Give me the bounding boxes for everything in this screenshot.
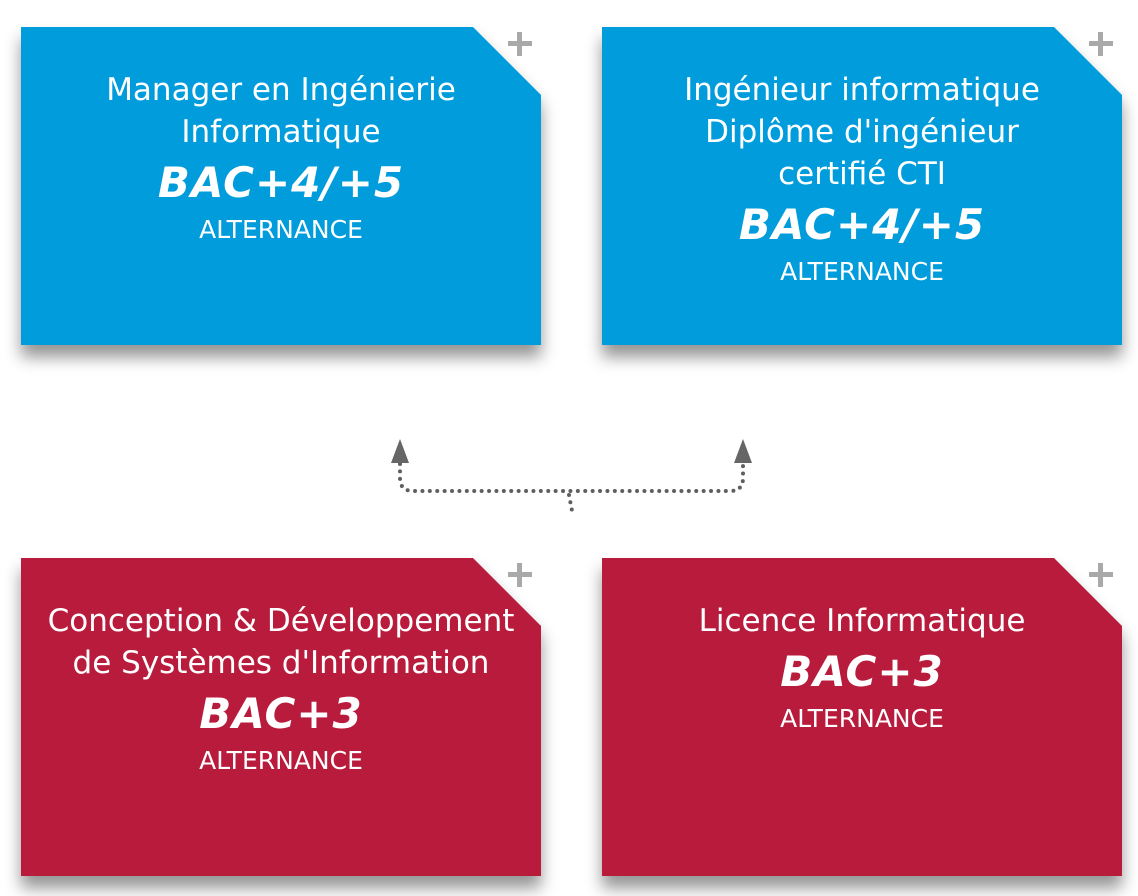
card-degree: BAC+4/+5 xyxy=(157,158,405,207)
card-shadow: Manager en Ingénierie Informatique BAC+4… xyxy=(21,27,541,345)
card-shadow: Ingénieur informatique Diplôme d'ingénie… xyxy=(602,27,1122,345)
card-title: Manager en Ingénierie Informatique xyxy=(106,72,456,150)
card-shadow: Conception & Développement de Systèmes d… xyxy=(21,558,541,876)
card-mode: ALTERNANCE xyxy=(780,704,944,733)
card-degree: BAC+3 xyxy=(780,647,944,696)
expand-plus-icon[interactable] xyxy=(1089,32,1113,56)
up-arrowhead-right xyxy=(734,439,752,463)
expand-plus-icon[interactable] xyxy=(508,563,532,587)
card-mode: ALTERNANCE xyxy=(199,215,363,244)
plus-bar xyxy=(517,563,522,587)
expand-plus-icon[interactable] xyxy=(508,32,532,56)
card-shadow: Licence Informatique BAC+3 ALTERNANCE xyxy=(602,558,1122,876)
plus-bar xyxy=(1098,563,1103,587)
plus-bar xyxy=(517,32,522,56)
card-surface: Manager en Ingénierie Informatique BAC+4… xyxy=(21,27,541,345)
up-arrowhead-left xyxy=(391,439,409,463)
dotted-center-stem xyxy=(567,493,575,518)
card-title: Ingénieur informatique Diplôme d'ingénie… xyxy=(684,72,1040,192)
card-mode: ALTERNANCE xyxy=(780,257,944,286)
card-title: Licence Informatique xyxy=(698,603,1026,639)
plus-bar xyxy=(1098,32,1103,56)
card-surface: Conception & Développement de Systèmes d… xyxy=(21,558,541,876)
course-card-conception-developpement[interactable]: Conception & Développement de Systèmes d… xyxy=(21,558,541,876)
card-degree: BAC+3 xyxy=(199,689,363,738)
card-title: Conception & Développement de Systèmes d… xyxy=(47,603,515,681)
card-degree: BAC+4/+5 xyxy=(738,200,986,249)
card-mode: ALTERNANCE xyxy=(199,746,363,775)
course-card-ingenieur-informatique[interactable]: Ingénieur informatique Diplôme d'ingénie… xyxy=(602,27,1122,345)
course-card-licence-informatique[interactable]: Licence Informatique BAC+3 ALTERNANCE xyxy=(602,558,1122,876)
course-card-manager-ingenierie[interactable]: Manager en Ingénierie Informatique BAC+4… xyxy=(21,27,541,345)
dotted-branch-path xyxy=(398,462,745,493)
card-surface: Licence Informatique BAC+3 ALTERNANCE xyxy=(602,558,1122,876)
card-surface: Ingénieur informatique Diplôme d'ingénie… xyxy=(602,27,1122,345)
expand-plus-icon[interactable] xyxy=(1089,563,1113,587)
